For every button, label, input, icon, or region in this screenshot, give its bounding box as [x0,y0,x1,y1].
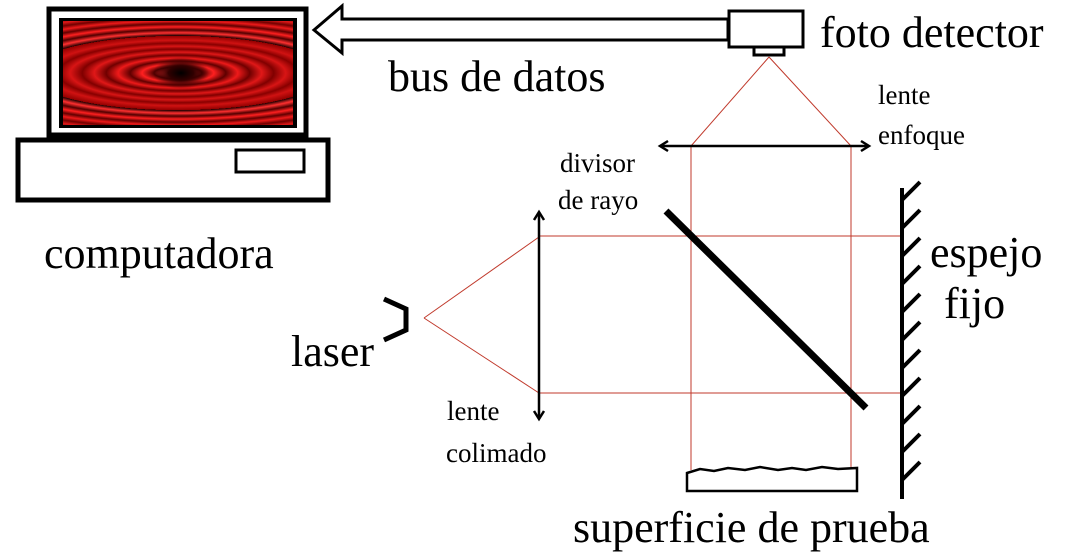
mirror-hatch [900,264,922,286]
label-data-bus: bus de datos [388,52,606,101]
focus-lens-arrow-right [860,139,872,153]
collimating-lens-arrow-top [532,209,546,221]
focus-lens [657,139,872,153]
ray-focus-right [768,56,852,147]
label-focus-lens-2: enfoque [878,120,965,150]
photodetector-body [727,9,805,49]
ray-laser-lower [423,317,540,394]
light-rays [423,56,902,470]
mirror-hatch [900,180,922,202]
label-photodetector: foto detector [820,8,1044,57]
fixed-mirror [900,180,922,499]
label-beam-splitter-1: divisor [560,148,635,178]
data-bus-arrow-shape [311,2,730,57]
mirror-hatch [900,432,922,454]
collimating-lens-arrow-bottom [532,410,546,422]
mirror-hatch [900,460,922,482]
label-beam-splitter-2: de rayo [558,185,638,215]
mirror-hatch [900,236,922,258]
collimating-lens [532,209,546,422]
test-surface-block [685,465,859,493]
mirror-hatch [900,208,922,230]
mirror-hatch [900,404,922,426]
focus-lens-arrow-left [657,139,669,153]
mirror-hatch [900,292,922,314]
data-bus-arrow [311,2,730,57]
laser-source [382,296,409,343]
label-fixed-mirror-2: fijo [944,279,1005,328]
label-test-surface: superficie de prueba [573,503,930,552]
photodetector-aperture [752,45,786,57]
mirror-hatch [900,320,922,342]
test-surface [685,465,859,493]
computer [15,6,331,203]
label-fixed-mirror-1: espejo [930,228,1042,277]
label-laser: laser [291,327,374,376]
label-focus-lens-1: lente [878,80,930,110]
label-collimating-lens-1: lente [447,396,499,426]
ray-laser-upper [423,236,540,319]
mirror-hatch [900,376,922,398]
label-computer: computadora [44,229,274,278]
disk-drive [234,148,306,174]
label-collimating-lens-2: colimado [446,438,546,468]
beam-splitter [663,208,869,411]
ray-focus-left [690,56,770,147]
photodetector [727,9,805,57]
fringe-center [153,57,209,89]
mirror-hatch [900,348,922,370]
